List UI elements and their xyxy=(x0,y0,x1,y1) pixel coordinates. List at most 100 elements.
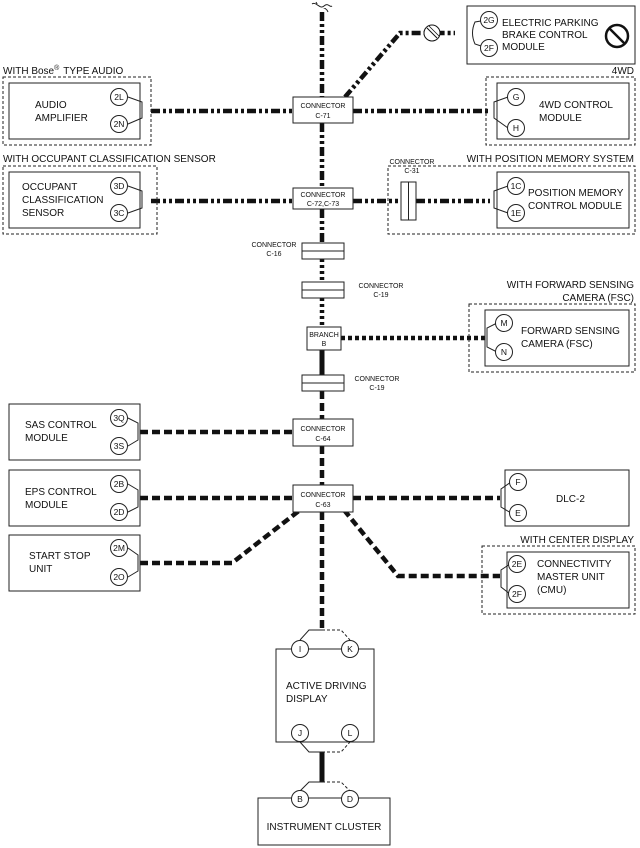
audio-pin-2l: 2L xyxy=(114,92,124,102)
module-start-stop-unit: 2M 2O START STOP UNIT xyxy=(8,534,141,592)
connector-c64: CONNECTOR C-64 xyxy=(292,418,354,447)
branch-b: BRANCH B xyxy=(306,326,342,351)
dlc-pin-e: E xyxy=(515,508,521,518)
condition-pm-label: WITH POSITION MEMORY SYSTEM xyxy=(467,154,634,165)
ocs-label-line3: SENSOR xyxy=(22,208,64,219)
ic-pin-d: D xyxy=(347,794,353,804)
ss-pin-2m: 2M xyxy=(113,543,125,553)
connector-c72-label: CONNECTOR xyxy=(301,192,346,199)
ic-pin-b: B xyxy=(297,794,303,804)
dlc-label: DLC-2 xyxy=(556,494,585,505)
epb-label-line3: MODULE xyxy=(502,42,545,53)
epb-label-line2: BRAKE CONTROL xyxy=(502,30,588,41)
audio-pin-2n: 2N xyxy=(114,119,125,129)
wire-break-gap xyxy=(314,4,330,8)
connector-c31: CONNECTOR C-31 xyxy=(390,159,435,221)
module-epb: 2G 2F ELECTRIC PARKING BRAKE CONTROL MOD… xyxy=(466,5,636,65)
module-dlc2: F E DLC-2 xyxy=(500,469,630,527)
sas-pin-3q: 3Q xyxy=(113,413,125,423)
connector-c19-upper-label: CONNECTOR xyxy=(359,283,404,290)
condition-4wd-label: 4WD xyxy=(612,66,634,77)
connector-c31-label: CONNECTOR xyxy=(390,159,435,166)
connector-c16-id: C-16 xyxy=(266,251,281,258)
condition-cd-label: WITH CENTER DISPLAY xyxy=(520,535,634,546)
sas-label-line2: MODULE xyxy=(25,433,68,444)
wire-ss xyxy=(140,508,302,566)
connector-c71-label: CONNECTOR xyxy=(301,103,346,110)
dlc-pin-f: F xyxy=(515,477,520,487)
eps-pin-2d: 2D xyxy=(114,507,125,517)
pm-pin-1c: 1C xyxy=(511,181,522,191)
epb-pin-2g: 2G xyxy=(483,15,494,25)
connector-c19-lower: CONNECTOR C-19 xyxy=(301,374,400,392)
ic-label: INSTRUMENT CLUSTER xyxy=(267,822,382,833)
adp-label-line2: DISPLAY xyxy=(286,694,328,705)
adp-pin-j: J xyxy=(298,728,302,738)
connector-c19-lower-label: CONNECTOR xyxy=(355,376,400,383)
4wd-label-line2: MODULE xyxy=(539,113,582,124)
connector-c16-label: CONNECTOR xyxy=(252,242,297,249)
4wd-pin-g: G xyxy=(513,92,520,102)
fsc-label-line2: CAMERA (FSC) xyxy=(521,339,593,350)
cmu-pin-2f: 2F xyxy=(512,589,522,599)
audio-label-line1: AUDIO xyxy=(35,100,67,111)
wire-epb xyxy=(343,30,455,99)
cmu-label-line3: (CMU) xyxy=(537,585,566,596)
cmu-label-line2: MASTER UNIT xyxy=(537,572,605,583)
epb-pin-2f: 2F xyxy=(484,43,494,53)
sas-label-line1: SAS CONTROL xyxy=(25,420,97,431)
prohibited-branch-icon xyxy=(423,24,441,42)
module-instrument-cluster: B D INSTRUMENT CLUSTER xyxy=(257,781,391,846)
wire-cmu xyxy=(342,508,500,579)
cmu-pin-2e: 2E xyxy=(512,559,523,569)
connector-c19-upper: CONNECTOR C-19 xyxy=(301,281,404,299)
module-eps-control: 2B 2D EPS CONTROL MODULE xyxy=(8,469,141,527)
connector-c63: CONNECTOR C-63 xyxy=(292,484,354,513)
branch-b-id: B xyxy=(322,341,327,348)
sas-pin-3s: 3S xyxy=(114,441,125,451)
connector-c64-id: C-64 xyxy=(315,436,330,443)
adp-pin-l: L xyxy=(348,728,353,738)
pm-label-line2: CONTROL MODULE xyxy=(528,201,622,212)
connector-c72-c73: CONNECTOR C-72,C-73 xyxy=(292,187,354,210)
pm-pin-1e: 1E xyxy=(511,208,522,218)
connector-c16: CONNECTOR C-16 xyxy=(252,242,345,260)
fsc-pin-m: M xyxy=(500,318,507,328)
module-sas-control: 3Q 3S SAS CONTROL MODULE xyxy=(8,403,141,461)
ss-label-line1: START STOP xyxy=(29,551,91,562)
cmu-label-line1: CONNECTIVITY xyxy=(537,559,612,570)
connector-c19-upper-id: C-19 xyxy=(373,292,388,299)
adp-pin-k: K xyxy=(347,644,353,654)
module-position-memory: 1C 1E POSITION MEMORY CONTROL MODULE xyxy=(387,165,636,235)
module-occupant-classification-sensor: 3D 3C OCCUPANT CLASSIFICATION SENSOR xyxy=(2,165,158,235)
ocs-label-line1: OCCUPANT xyxy=(22,182,77,193)
connector-c63-id: C-63 xyxy=(315,502,330,509)
condition-ocs-label: WITH OCCUPANT CLASSIFICATION SENSOR xyxy=(3,154,216,165)
eps-pin-2b: 2B xyxy=(114,479,125,489)
module-forward-sensing-camera: M N FORWARD SENSING CAMERA (FSC) xyxy=(468,303,636,373)
condition-fsc-line1: WITH FORWARD SENSING xyxy=(507,280,634,291)
epb-label-line1: ELECTRIC PARKING xyxy=(502,18,599,29)
adp-pin-i: I xyxy=(299,644,301,654)
pm-label-line1: POSITION MEMORY xyxy=(528,188,624,199)
connector-c72-id: C-72,C-73 xyxy=(307,201,339,208)
audio-label-line2: AMPLIFIER xyxy=(35,113,88,124)
adp-label-line1: ACTIVE DRIVING xyxy=(286,681,367,692)
module-audio-amplifier: 2L 2N AUDIO AMPLIFIER xyxy=(2,76,152,146)
module-connectivity-master-unit: 2E 2F CONNECTIVITY MASTER UNIT (CMU) xyxy=(481,545,636,615)
branch-b-label: BRANCH xyxy=(309,332,339,339)
ocs-label-line2: CLASSIFICATION xyxy=(22,195,104,206)
ss-label-line2: UNIT xyxy=(29,564,52,575)
eps-label-line2: MODULE xyxy=(25,500,68,511)
4wd-label-line1: 4WD CONTROL xyxy=(539,100,613,111)
module-active-driving-display: I K J L ACTIVE DRIVING DISPLAY xyxy=(275,629,375,753)
connector-c19-lower-id: C-19 xyxy=(369,385,384,392)
connector-c64-label: CONNECTOR xyxy=(301,426,346,433)
connector-c63-label: CONNECTOR xyxy=(301,492,346,499)
connector-c71-id: C-71 xyxy=(315,113,330,120)
condition-fsc-line2: CAMERA (FSC) xyxy=(562,293,634,304)
ocs-pin-3c: 3C xyxy=(114,208,125,218)
wires xyxy=(140,12,500,782)
ocs-pin-3d: 3D xyxy=(114,181,125,191)
